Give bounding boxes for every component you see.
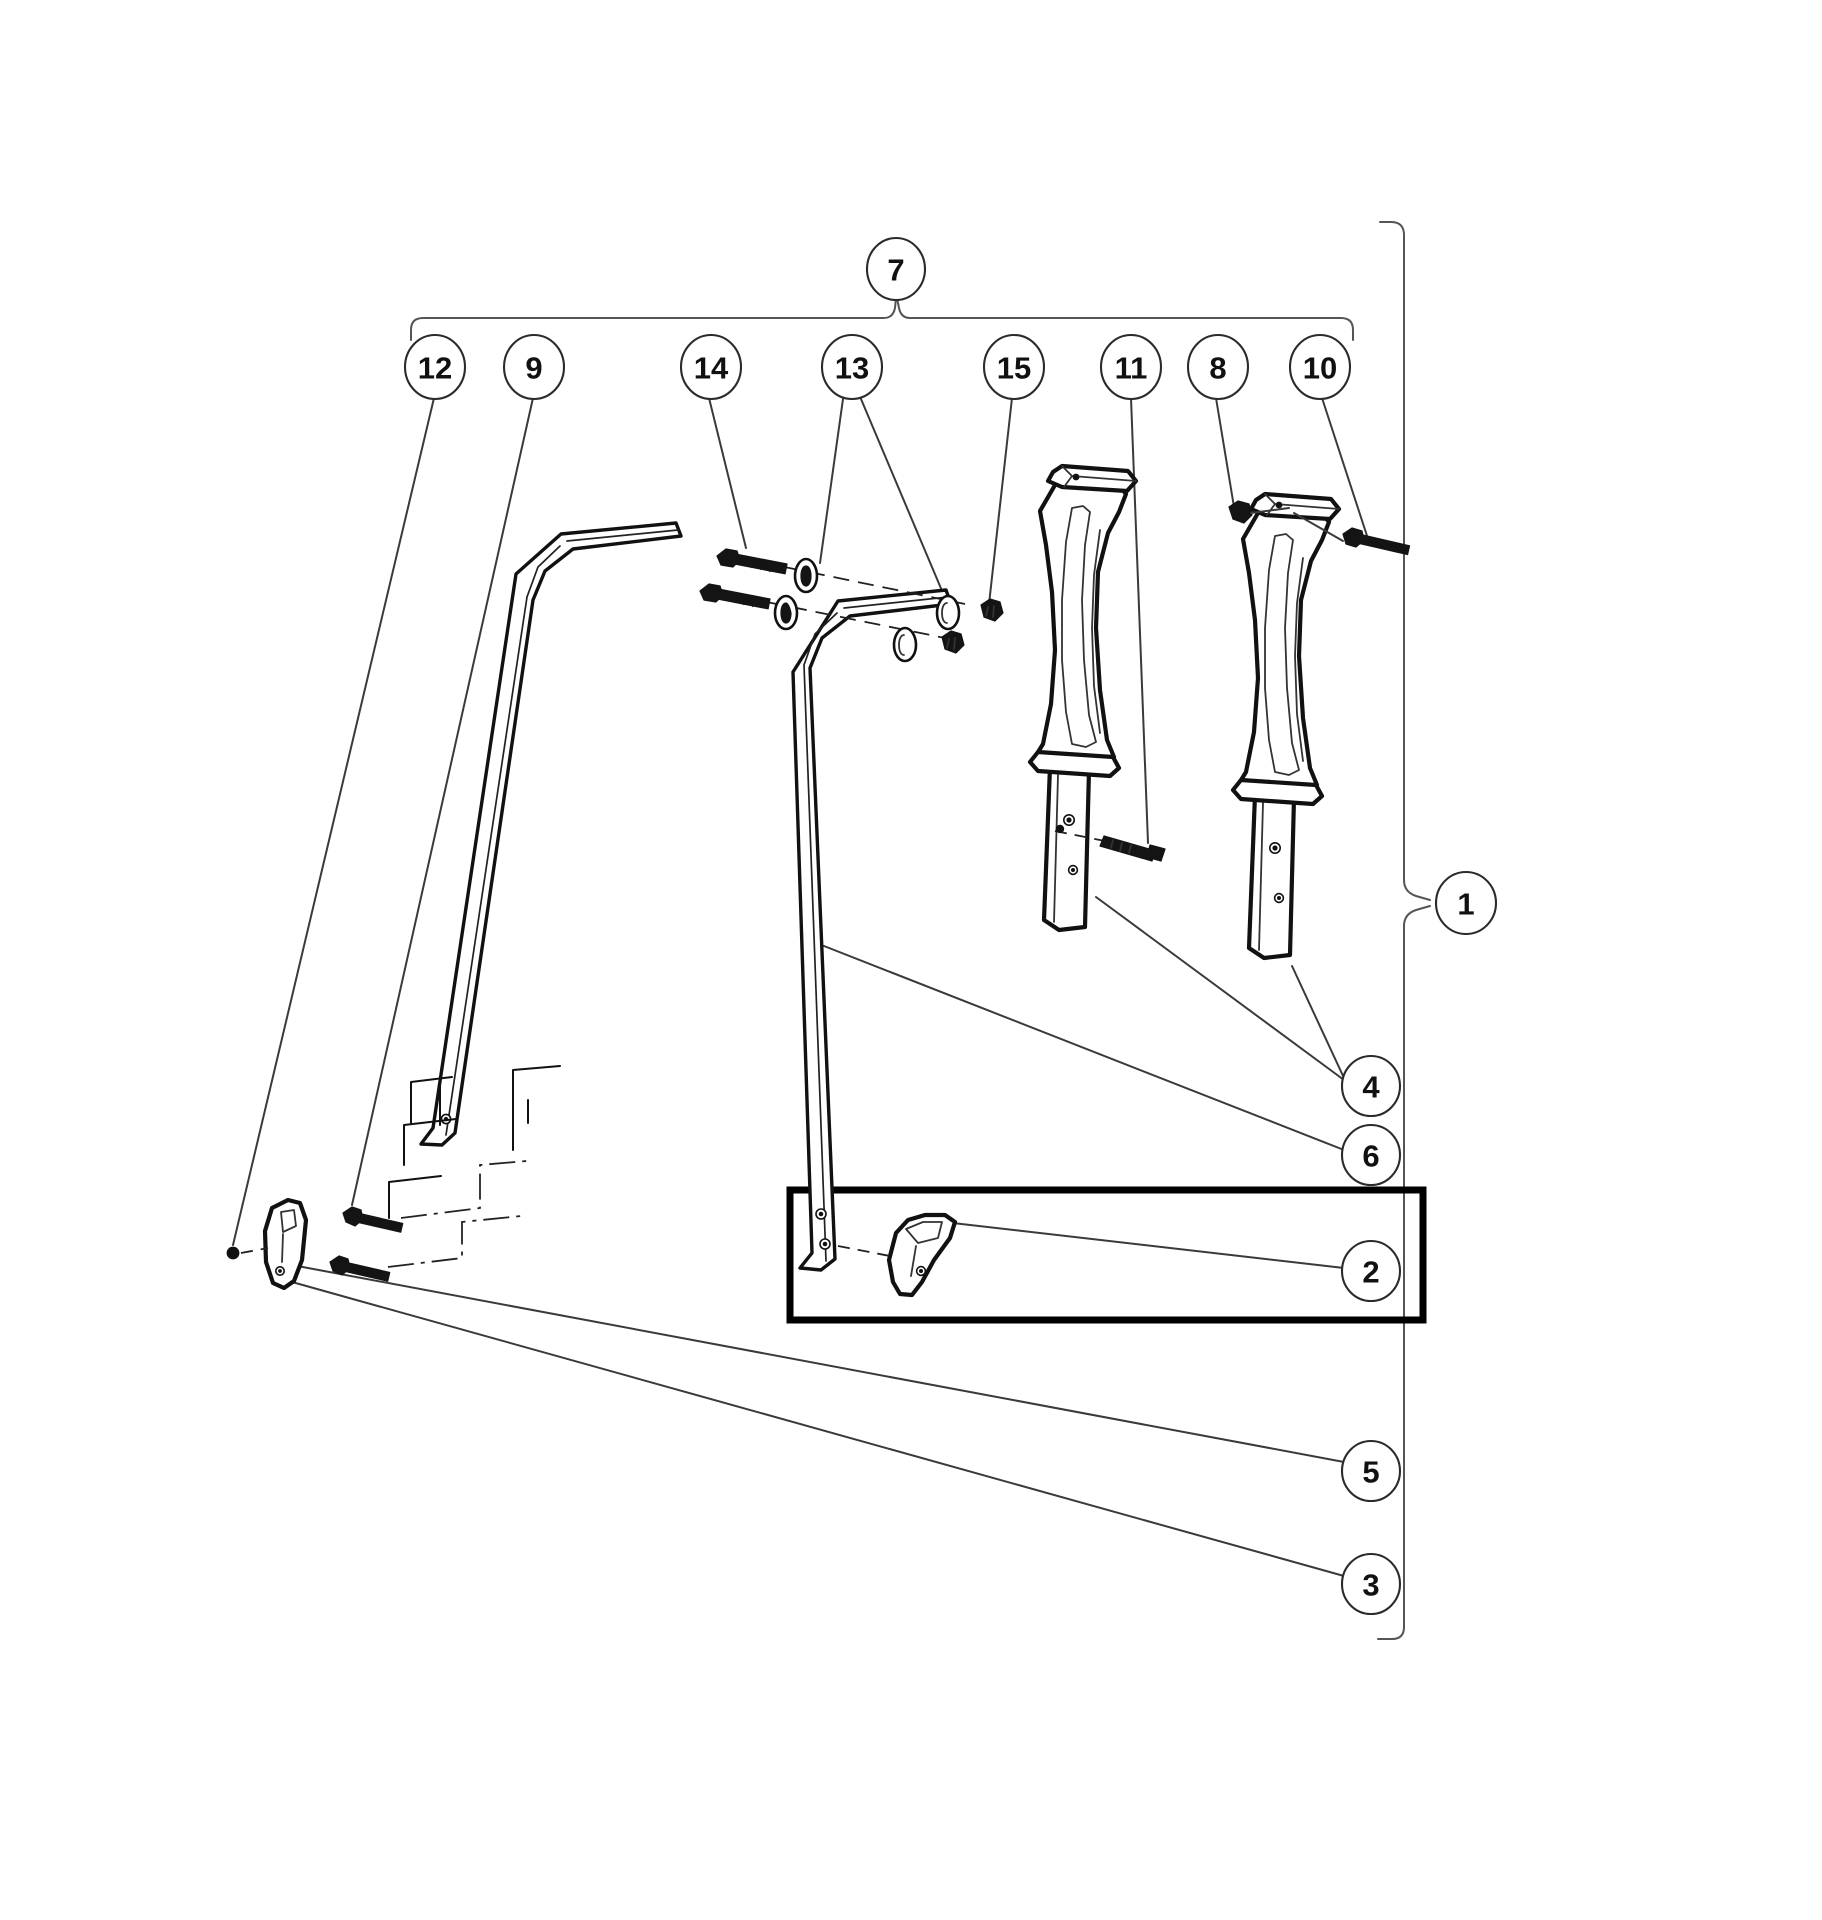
leader-8: [1215, 397, 1236, 514]
callout-label-7: 7: [887, 253, 904, 288]
callout-bubble-6[interactable]: 6: [1340, 1123, 1402, 1187]
washer-b: [773, 594, 799, 631]
detail-axis: [837, 1245, 891, 1257]
leader-5: [291, 1264, 1345, 1463]
construction-chain-1: [400, 1160, 528, 1219]
callout-bubble-2[interactable]: 2: [1340, 1239, 1402, 1303]
callout-bubble-4[interactable]: 4: [1340, 1054, 1402, 1118]
washer-c: [935, 594, 961, 631]
construction-long: [410, 1076, 453, 1124]
construction-step-2: [388, 1175, 442, 1219]
callout-bubble-9[interactable]: 9: [502, 333, 566, 401]
leader-14: [708, 397, 747, 549]
hardware-upper-assembly: [699, 548, 1004, 663]
construction-chain-2: [387, 1215, 522, 1268]
leader-lines-right: [291, 896, 1345, 1577]
callout-bubble-3[interactable]: 3: [1340, 1552, 1402, 1616]
callout-label-4: 4: [1362, 1070, 1380, 1105]
callout-label-2: 2: [1362, 1255, 1379, 1290]
assembly-axis-1: [759, 561, 966, 605]
callout-bubble-7[interactable]: 7: [865, 236, 927, 302]
leader-11: [1130, 397, 1149, 844]
bolt10-axis: [1293, 512, 1344, 542]
washer-a: [793, 557, 819, 594]
detail-end-cap-2: [837, 1212, 958, 1298]
callout-bubble-5[interactable]: 5: [1340, 1439, 1402, 1503]
callout-label-9: 9: [525, 351, 542, 386]
long-bolt-10: [1342, 527, 1411, 556]
callout-label-14: 14: [694, 351, 729, 386]
setscrew-target-hole: [1055, 824, 1065, 834]
callout-label-11: 11: [1115, 351, 1148, 386]
callout-bubble-13[interactable]: 13: [820, 333, 884, 401]
callout-label-8: 8: [1209, 351, 1226, 386]
end-cap-left: [262, 1197, 309, 1291]
handle-bar-left: [419, 521, 683, 1147]
group-bracket-1: [1377, 221, 1431, 1640]
hex-nut-lower: [941, 630, 965, 654]
callout-label-6: 6: [1362, 1139, 1379, 1174]
construction-vert-1: [512, 1065, 561, 1151]
callout-label-5: 5: [1362, 1455, 1379, 1490]
leader-13b: [860, 398, 949, 606]
hex-bolt-a: [716, 548, 788, 575]
callout-bubble-14[interactable]: 14: [679, 333, 743, 401]
callout-label-15: 15: [997, 351, 1031, 386]
hex-nut-upper: [980, 598, 1004, 622]
setscrew-axis: [1054, 830, 1106, 842]
lower-left-hardware: [226, 1065, 561, 1291]
detail-box-region: [786, 1186, 1427, 1324]
leader-2: [943, 1221, 1345, 1269]
callout-bubble-1[interactable]: 1: [1434, 870, 1498, 936]
callout-label-10: 10: [1303, 351, 1337, 386]
callout-bubble-12[interactable]: 12: [403, 333, 467, 401]
callout-label-13: 13: [835, 351, 869, 386]
leader-lines-top: [232, 397, 1371, 1246]
leader-12: [232, 397, 435, 1246]
leader-15: [987, 397, 1013, 614]
callout-bubble-10[interactable]: 10: [1288, 333, 1352, 401]
pedestal-right: [1230, 491, 1342, 961]
pedestal-left: [1027, 463, 1139, 933]
callout-label-12: 12: [418, 351, 452, 386]
group-bracket-7: [410, 297, 1354, 341]
construction-step-1: [403, 1118, 457, 1166]
leader-9: [351, 397, 534, 1206]
leader-4a: [1095, 896, 1345, 1081]
set-screw-11: [1054, 824, 1166, 862]
hardware-pedestal-right-top: [1228, 500, 1411, 556]
axis-bullet: [226, 1246, 240, 1260]
handle-bar-right: [791, 588, 953, 1272]
leader-10: [1321, 397, 1371, 546]
leader-3: [291, 1281, 1345, 1577]
washer-d: [892, 626, 918, 663]
callout-label-3: 3: [1362, 1568, 1379, 1603]
pedestal-left-plate-hole: [1072, 473, 1080, 481]
pedestal-right-plate-hole: [1275, 501, 1283, 509]
callout-bubble-11[interactable]: 11: [1099, 333, 1163, 401]
nut8-axis: [1250, 507, 1290, 514]
callout-bubble-15[interactable]: 15: [982, 333, 1046, 401]
short-bolt-2: [329, 1255, 391, 1282]
leader-4b: [1291, 965, 1345, 1079]
hex-bolt-b: [699, 583, 771, 610]
end-cap-axis: [240, 1247, 269, 1254]
callout-bubble-8[interactable]: 8: [1186, 333, 1250, 401]
short-bolt-1: [342, 1206, 404, 1233]
leader-13a: [819, 398, 844, 564]
leader-6: [823, 945, 1345, 1151]
callout-label-1: 1: [1457, 887, 1474, 922]
flange-nut-8: [1228, 500, 1253, 524]
